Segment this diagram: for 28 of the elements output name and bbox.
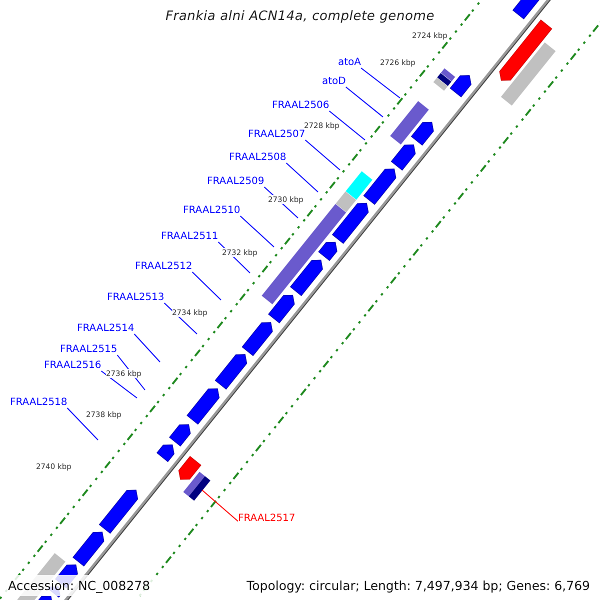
gene-label: FRAAL2518 [10,397,68,408]
gene-label: FRAAL2511 [161,231,218,242]
leader-line [360,68,400,98]
leader-line [240,216,274,248]
gene-label: FRAAL2510 [183,205,240,216]
gene-label: FRAAL2514 [77,323,134,334]
gene-label: FRAAL2515 [60,344,118,355]
leader-line [328,110,366,140]
gene-label: FRAAL2509 [207,176,264,187]
gene-label: atoD [322,76,346,87]
gene-label: FRAAL2512 [135,261,192,272]
leader-line [100,370,138,398]
gene-label: FRAAL2513 [107,292,164,303]
leader-line [345,86,384,118]
map-title: Frankia alni ACN14a, complete genome [164,9,436,24]
accession-text: Accession: NC_008278 [4,575,154,596]
leader-line [134,334,160,362]
gene-label: FRAAL2506 [272,100,330,111]
leader-line [286,162,318,192]
gene-label: FRAAL2507 [248,129,306,140]
gene-label: FRAAL2517 [238,513,296,524]
leader-line [192,272,222,300]
leader-line [304,140,340,170]
gene-label: FRAAL2508 [229,152,286,163]
gene-label: atoA [338,57,362,68]
leader-line [202,490,238,522]
leader-line [66,408,98,440]
gene-label: FRAAL2516 [44,360,102,371]
